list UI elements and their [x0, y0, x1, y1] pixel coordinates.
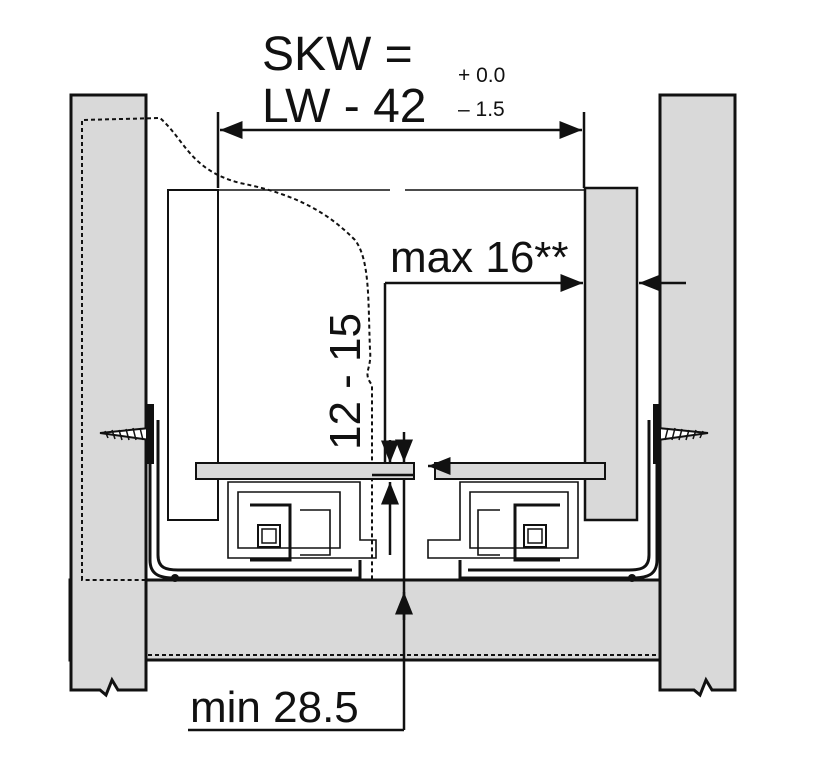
right-runner-profile [427, 410, 659, 582]
height-dimension-label: 12 - 15 [321, 313, 370, 450]
left-drawer-bottom [195, 462, 415, 480]
min-dimension-label: min 28.5 [190, 683, 359, 732]
left-screw-icon [99, 404, 154, 464]
cabinet-dashed-outline [81, 116, 373, 581]
right-screw-icon [653, 404, 709, 464]
skw-label-line1: SKW = [262, 28, 413, 81]
skw-tolerance-minus: – 1.5 [458, 98, 505, 121]
left-side-panel [69, 93, 148, 698]
skw-label-line2: LW - 42 [262, 80, 426, 133]
left-runner-profile [148, 410, 377, 582]
skw-tolerance-plus: + 0.0 [458, 64, 505, 87]
bottom-panel [68, 578, 737, 662]
right-drawer-bottom [434, 462, 606, 480]
max-dimension-label: max 16** [390, 233, 569, 282]
right-side-panel [658, 93, 737, 698]
